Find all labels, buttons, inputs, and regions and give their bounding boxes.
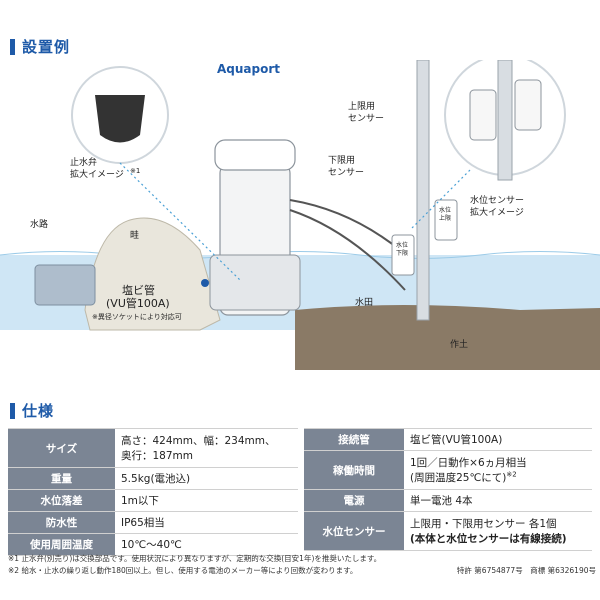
lower-tag-b: 下限 [396, 250, 409, 257]
spec-row-runtime: 稼働時間 1回／日動作×6ヵ月相当 (周囲温度25℃にて)※2 [304, 450, 592, 490]
spec-value: 単一電池 4本 [404, 489, 592, 512]
spec-value-line: (本体と水位センサーは有線接続) [410, 533, 567, 545]
spec-value: 10℃〜40℃ [115, 533, 298, 556]
upper-sensor [434, 199, 458, 241]
spec-value: 5.5kg(電池込) [115, 467, 298, 490]
upper-sensor-label-2: センサー [348, 114, 385, 124]
pipe-label-2: (VU管100A) [106, 297, 170, 310]
spec-label: 稼働時間 [304, 450, 404, 490]
spec-row-sensor: 水位センサー 上限用・下限用センサー 各1個 (本体と水位センサーは有線接続) [304, 511, 592, 551]
installation-diagram [0, 54, 600, 370]
soil-layer [295, 305, 600, 370]
valve-note-mark: ※1 [130, 167, 141, 175]
title-bar [10, 402, 15, 419]
lower-tag-a: 水位 [396, 242, 409, 249]
spec-value-line: 高さ：424mm、幅：234mm、 [121, 435, 276, 447]
device-cap [214, 139, 296, 171]
lower-sensor-label-1: 下限用 [328, 156, 356, 166]
canal-label: 水路 [30, 220, 49, 230]
spec-row-size: サイズ 高さ：424mm、幅：234mm、 奥行：187mm [8, 428, 298, 468]
title-bar [10, 38, 15, 55]
spec-label: 電源 [304, 489, 404, 512]
paddy-label: 水田 [355, 298, 374, 308]
patent-info: 特許 第6754877号 商標 第6326190号 [456, 566, 596, 575]
valve-label-1: 止水弁 [70, 158, 98, 168]
spec-row-power: 電源 単一電池 4本 [304, 489, 592, 512]
valve-label-2: 拡大イメージ [70, 170, 124, 180]
section-title-text: 仕様 [22, 402, 55, 420]
lower-sensor [391, 234, 415, 276]
spec-row-connection: 接続管 塩ビ管(VU管100A) [304, 428, 592, 451]
spec-label: 防水性 [8, 511, 115, 534]
spec-value-line: 奥行：187mm [121, 450, 193, 462]
spec-value: 塩ビ管(VU管100A) [404, 428, 592, 451]
footnote-2: ※2 給水・止水の繰り返し動作180回以上。但し、使用する電池のメーカー等により… [8, 566, 358, 575]
spec-value: IP65相当 [115, 511, 298, 534]
pipe-marker-dot [201, 279, 209, 287]
lower-sensor-label-2: センサー [328, 168, 365, 178]
spec-table-left: サイズ 高さ：424mm、幅：234mm、 奥行：187mm 重量 5.5kg(… [8, 428, 298, 556]
soil-label: 作土 [450, 340, 469, 350]
spec-label: 重量 [8, 467, 115, 490]
spec-value-text: (周囲温度25℃にて) [410, 472, 507, 484]
sensor-zoom-label-2: 拡大イメージ [470, 208, 524, 218]
spec-row-head: 水位落差 1m以下 [8, 489, 298, 512]
spec-row-temperature: 使用周囲温度 10℃〜40℃ [8, 533, 298, 556]
spec-value: 高さ：424mm、幅：234mm、 奥行：187mm [115, 428, 298, 468]
canal-pipe [34, 264, 96, 306]
spec-label: 接続管 [304, 428, 404, 451]
footnotes: ※1 止水弁(別売り)は交換部品です。使用状況により異なりますが、定期的な交換(… [8, 553, 596, 577]
section-title-installation: 設置例 [10, 36, 70, 57]
spec-value-line: 1回／日動作×6ヵ月相当 [410, 457, 527, 469]
spec-value-line: 上限用・下限用センサー 各1個 [410, 518, 557, 530]
brand-label: Aquaport [217, 62, 281, 76]
valve-shape [95, 95, 145, 143]
upper-tag-a: 水位 [439, 207, 452, 214]
spec-label: 使用周囲温度 [8, 533, 115, 556]
pipe-label-1: 塩ビ管 [122, 284, 155, 297]
spec-value-line: (周囲温度25℃にて)※2 [410, 470, 586, 485]
spec-label: 水位センサー [304, 511, 404, 551]
pipe-note: ※異径ソケットにより対応可 [92, 313, 182, 321]
upper-sensor-label-1: 上限用 [348, 102, 376, 112]
note-mark: ※2 [506, 470, 517, 479]
spec-table-right: 接続管 塩ビ管(VU管100A) 稼働時間 1回／日動作×6ヵ月相当 (周囲温度… [304, 428, 592, 551]
spec-label: サイズ [8, 428, 115, 468]
levee-shape [84, 217, 221, 331]
spec-row-waterproof: 防水性 IP65相当 [8, 511, 298, 534]
upper-tag-b: 上限 [439, 215, 452, 222]
spec-value: 1回／日動作×6ヵ月相当 (周囲温度25℃にて)※2 [404, 450, 592, 490]
spec-value: 1m以下 [115, 489, 298, 512]
spec-row-weight: 重量 5.5kg(電池込) [8, 467, 298, 490]
sensor-zoom-label-1: 水位センサー [470, 196, 525, 206]
footnote-1: ※1 止水弁(別売り)は交換部品です。使用状況により異なりますが、定期的な交換(… [8, 554, 382, 563]
sensor-pole [416, 59, 430, 321]
device-valve-box [209, 254, 301, 311]
spec-label: 水位落差 [8, 489, 115, 512]
spec-value: 上限用・下限用センサー 各1個 (本体と水位センサーは有線接続) [404, 511, 592, 551]
installation-illustration: Aquaport 止水弁 拡大イメージ ※1 水路 畦 塩ビ管 (VU管100A… [0, 54, 600, 390]
levee-label: 畦 [130, 231, 140, 241]
section-title-spec: 仕様 [10, 400, 54, 421]
section-title-text: 設置例 [22, 38, 71, 56]
